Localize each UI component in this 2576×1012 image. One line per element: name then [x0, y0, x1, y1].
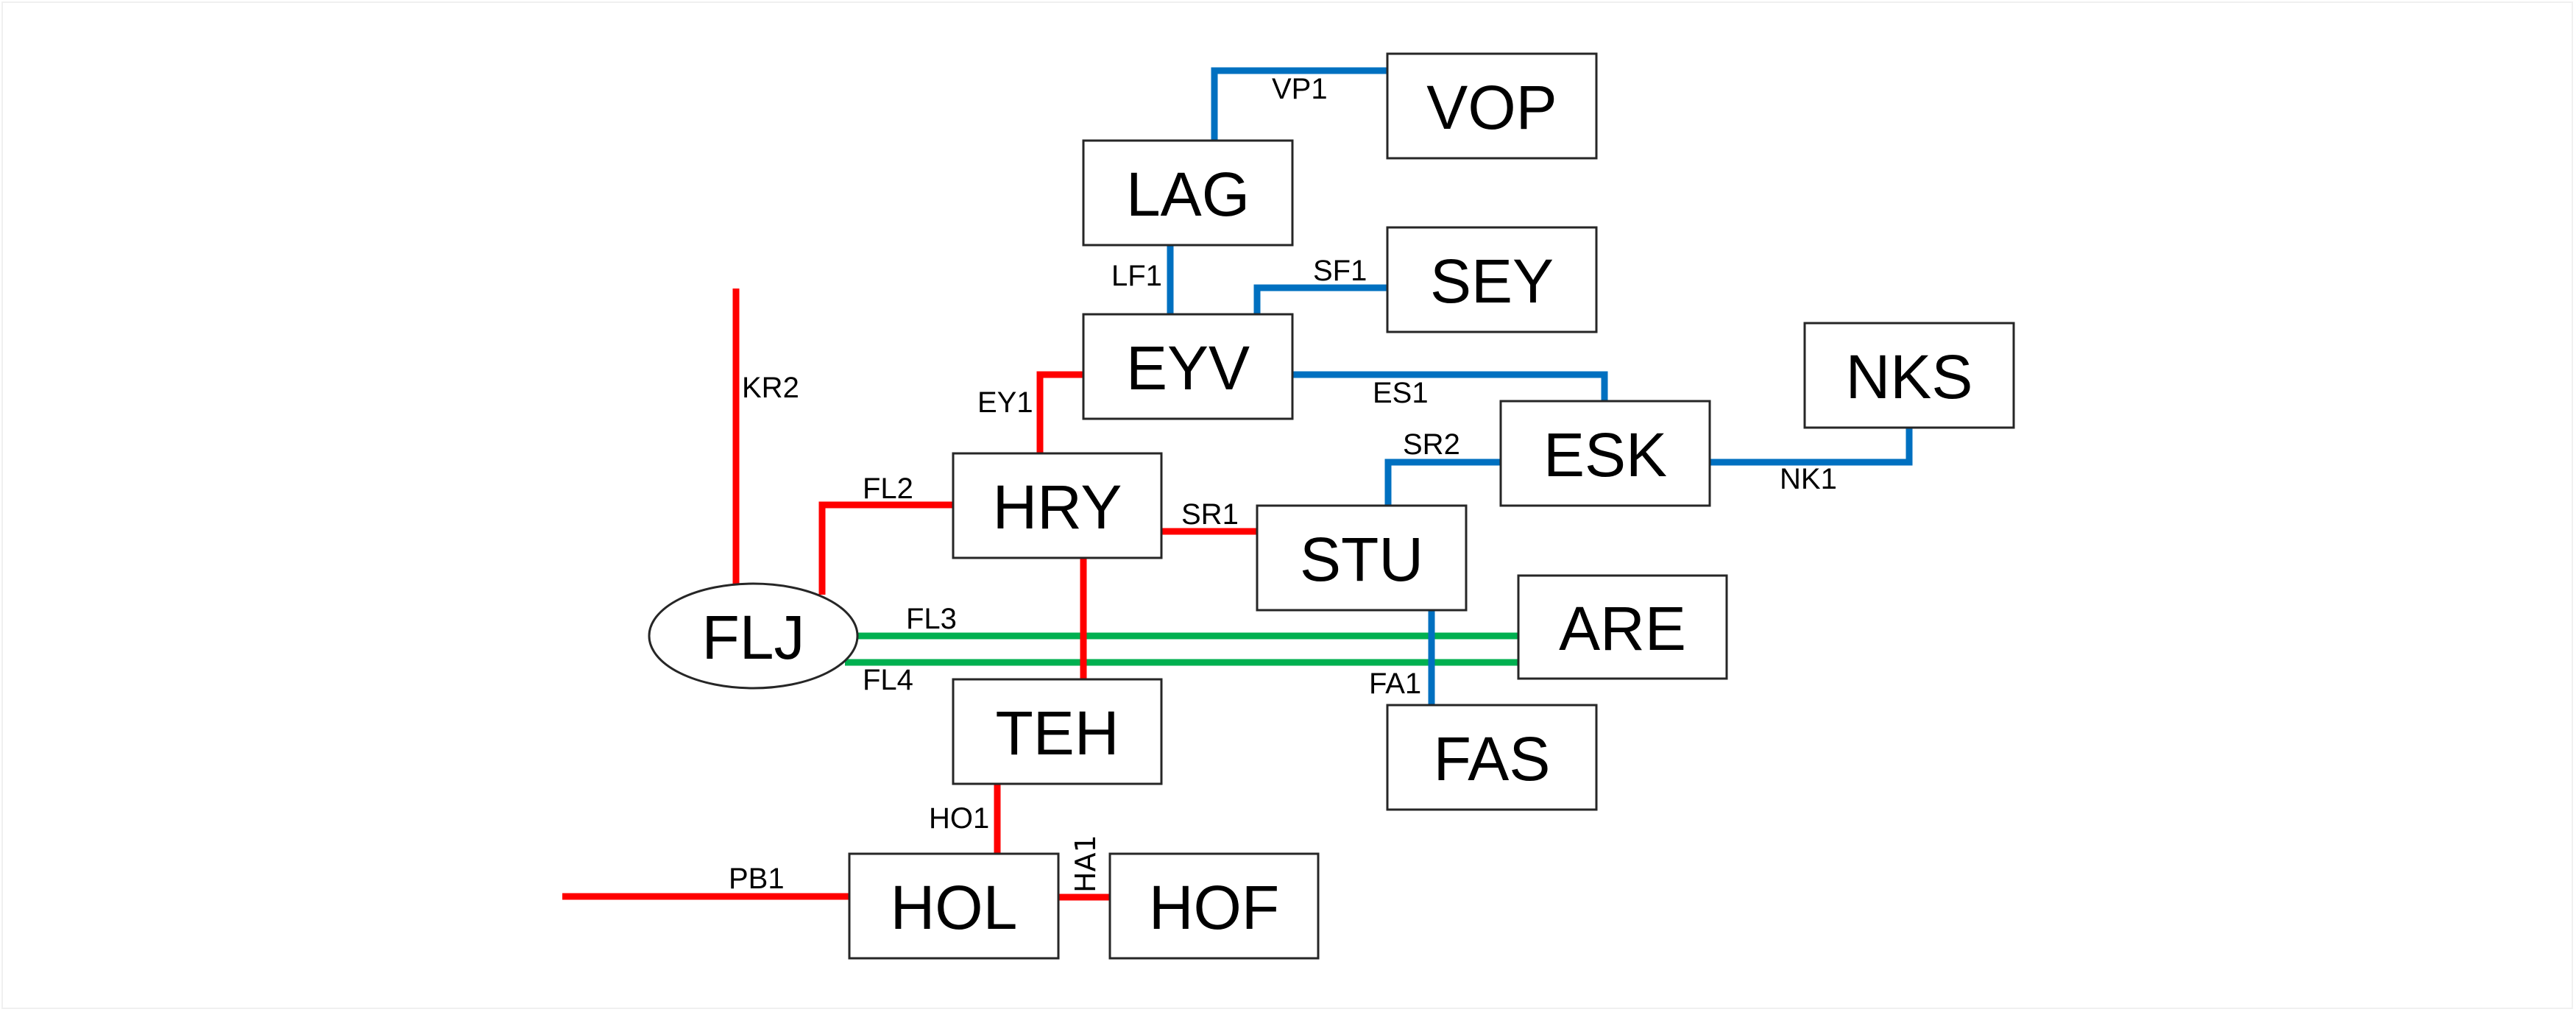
edge-label-fl2: FL2 [863, 473, 913, 505]
node-teh: TEH [952, 678, 1163, 785]
node-label: ESK [1543, 420, 1667, 489]
edge-es1 [1292, 371, 1608, 401]
node-box [1517, 574, 1728, 680]
edge-label-sr2: SR2 [1403, 428, 1460, 461]
edges-layer [562, 67, 1913, 901]
edge-ey1 [1036, 371, 1083, 453]
edge-overlay-layer [1080, 558, 1435, 705]
node-box [1256, 504, 1468, 612]
edge-label-sr1: SR1 [1181, 498, 1239, 531]
node-hof: HOF [1108, 852, 1320, 960]
node-label: HOL [891, 873, 1018, 942]
node-nks: NKS [1803, 322, 2015, 429]
node-box [1499, 400, 1711, 507]
node-box [1082, 139, 1294, 247]
node-box [952, 452, 1163, 559]
node-label: STU [1300, 525, 1423, 594]
node-ellipse-shape [648, 582, 859, 690]
node-box [1803, 322, 2015, 429]
node-fas: FAS [1386, 704, 1598, 811]
node-label: VOP [1426, 73, 1557, 142]
node-stu: STU [1256, 504, 1468, 612]
node-vop: VOP [1386, 52, 1598, 160]
nodes-layer: VOP LAG SEY EYV NKS ESK HRY STU ARE FLJ TEH FAS HOL H… [648, 52, 2015, 960]
edge-label-fl4: FL4 [863, 664, 913, 696]
edge-label-es1: ES1 [1373, 377, 1429, 409]
node-label: LAG [1126, 160, 1250, 229]
node-box [1386, 52, 1598, 160]
edge-label-sf1: SF1 [1313, 255, 1367, 287]
node-label: ARE [1559, 594, 1686, 663]
edge-label-nk1: NK1 [1780, 463, 1837, 495]
edge-label-ey1: EY1 [977, 386, 1033, 419]
edge-label-kr2: KR2 [742, 372, 799, 404]
node-sey: SEY [1386, 226, 1598, 333]
edge-label-pb1: PB1 [729, 863, 785, 895]
edge-label-fa1: FA1 [1369, 668, 1421, 700]
node-box [952, 678, 1163, 785]
node-label: HOF [1149, 873, 1279, 942]
node-label: EYV [1126, 333, 1250, 403]
edge-label-ho1: HO1 [929, 802, 989, 835]
edge-vp1 [1211, 67, 1387, 141]
node-label: HRY [993, 473, 1122, 542]
node-label: FAS [1434, 724, 1551, 793]
edge-fl2 [818, 501, 953, 595]
node-lag: LAG [1082, 139, 1294, 247]
node-hol: HOL [848, 852, 1060, 960]
node-label: TEH [996, 698, 1119, 768]
node-label: FLJ [701, 603, 804, 672]
edge-label-lf1: LF1 [1111, 260, 1162, 292]
node-box [1386, 226, 1598, 333]
node-box [848, 852, 1060, 960]
node-box [1386, 704, 1598, 811]
node-label: SEY [1430, 247, 1554, 316]
node-box [1082, 313, 1294, 420]
node-esk: ESK [1499, 400, 1711, 507]
edge-label-fl3: FL3 [906, 603, 957, 635]
node-box [1108, 852, 1320, 960]
edge-sf1 [1253, 284, 1387, 314]
node-label: NKS [1846, 342, 1973, 411]
node-are: ARE [1517, 574, 1728, 680]
node-flj: FLJ [648, 582, 859, 690]
edge-nk1 [1710, 428, 1913, 466]
node-hry: HRY [952, 452, 1163, 559]
edge-label-ha1: HA1 [1069, 835, 1102, 893]
edge-label-vp1: VP1 [1272, 73, 1328, 105]
node-eyv: EYV [1082, 313, 1294, 420]
edge-sr2 [1384, 459, 1501, 506]
